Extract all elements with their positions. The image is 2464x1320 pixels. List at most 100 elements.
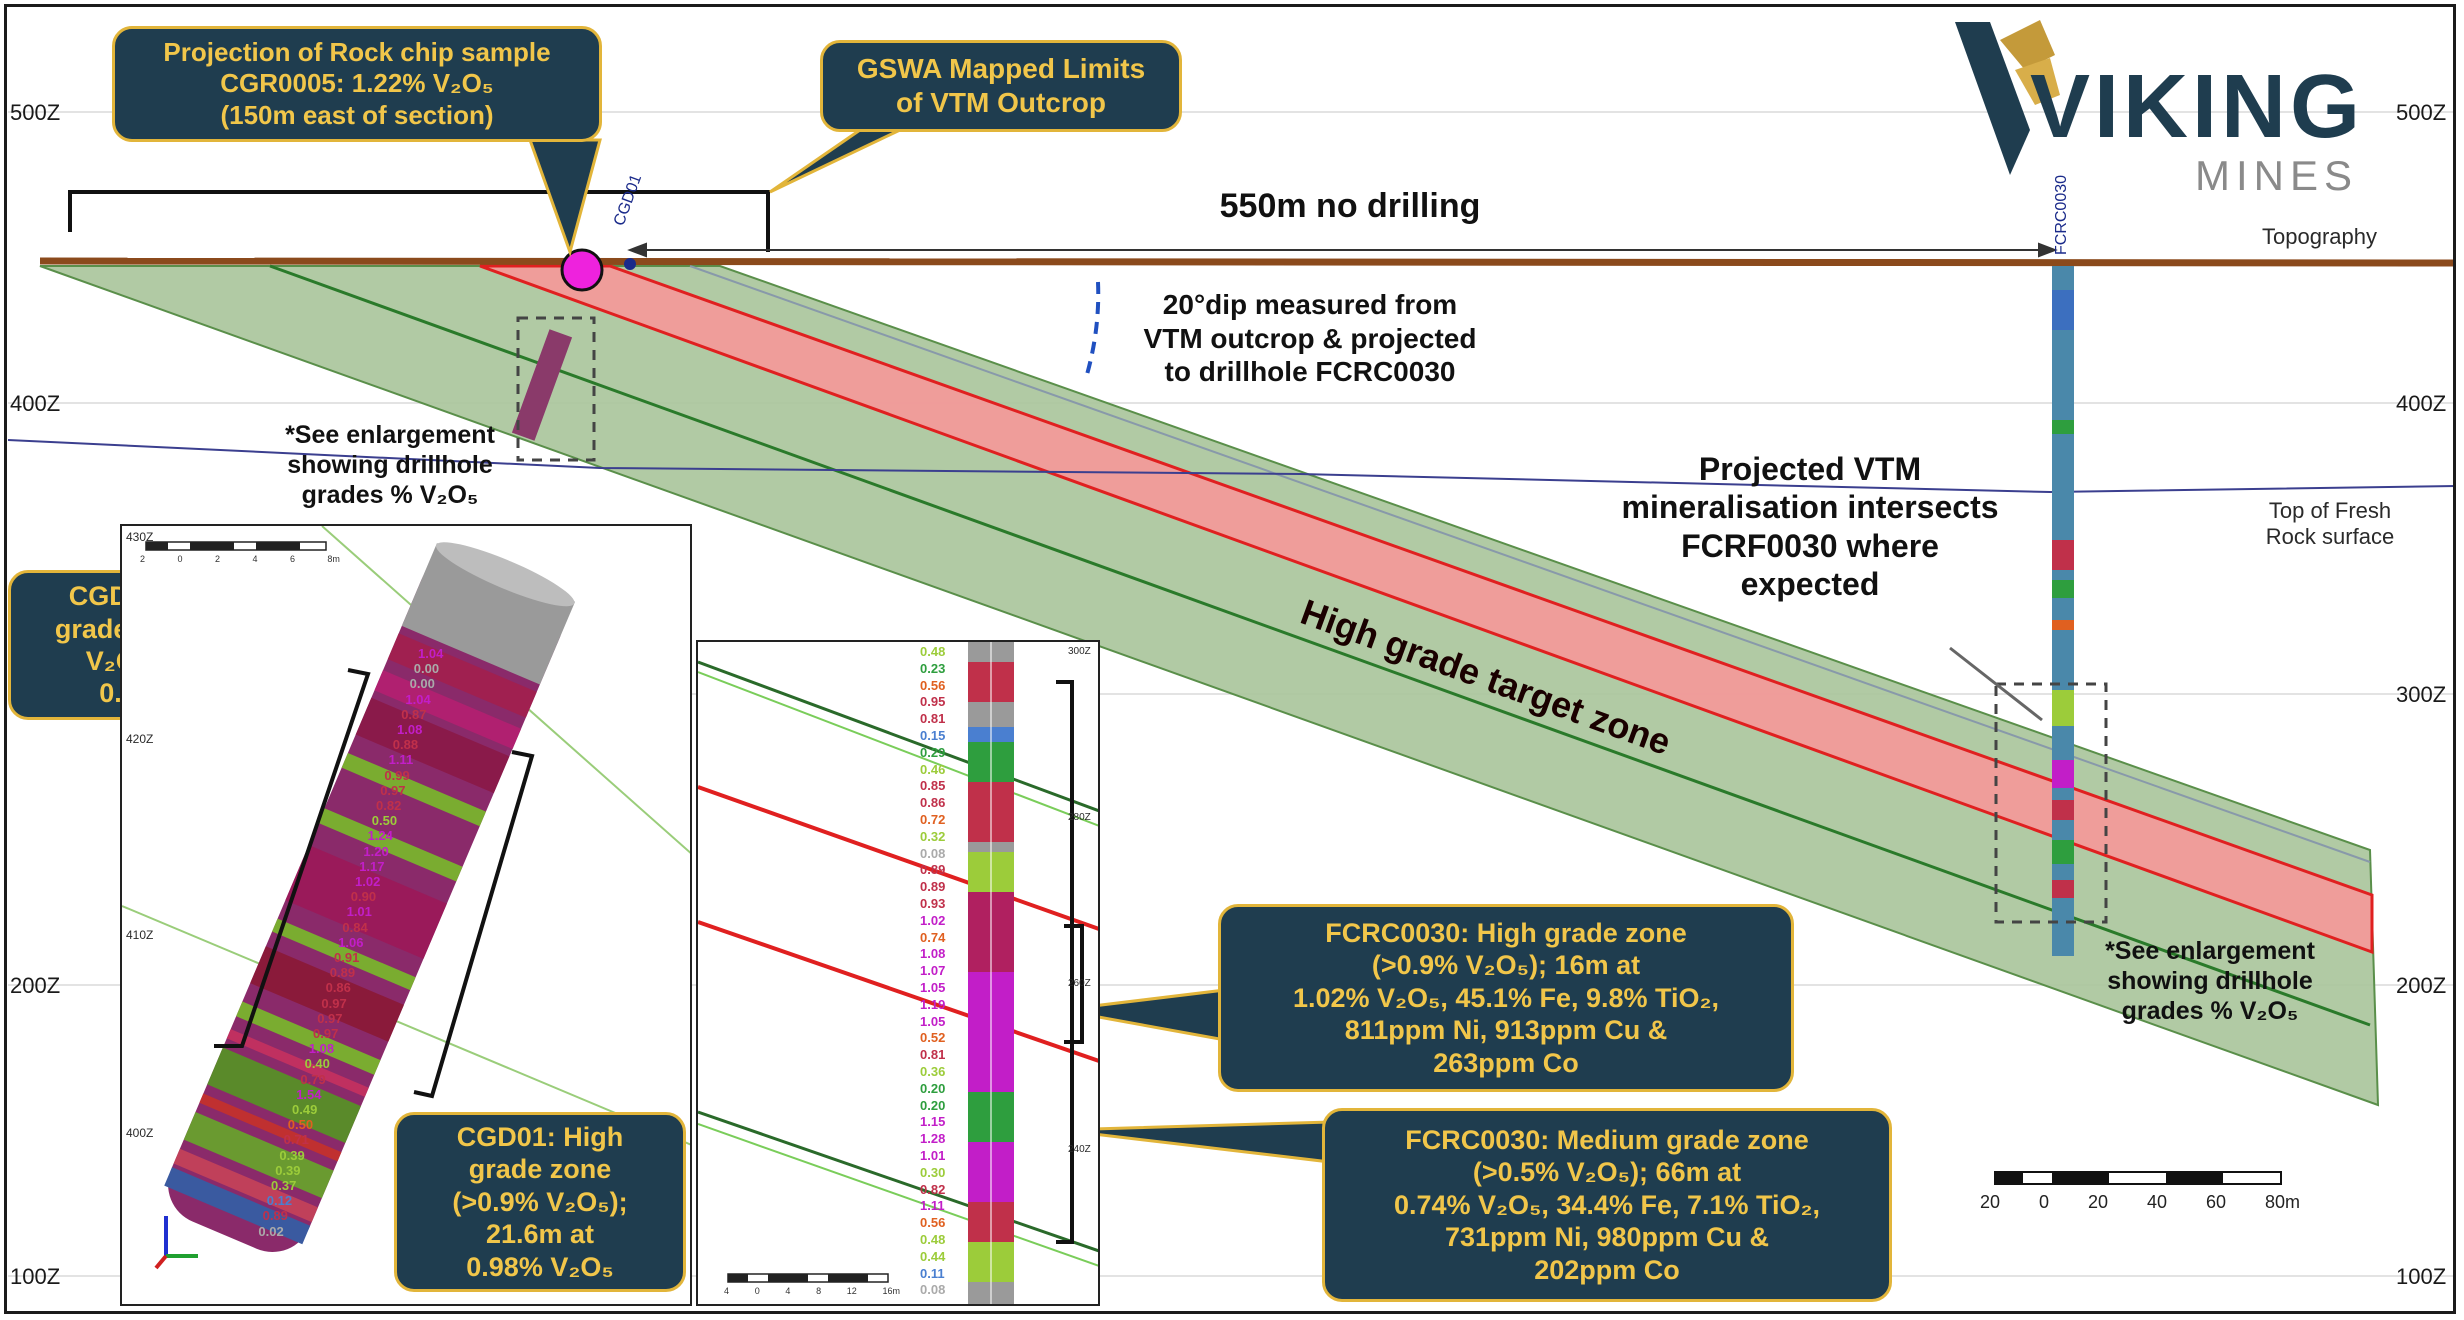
grade-value: 0.71 <box>283 1132 309 1148</box>
cgd01-inset-svg <box>122 526 690 1270</box>
z-label: 500Z <box>2396 100 2447 125</box>
rock-chip-pointer <box>527 138 602 258</box>
callout-line: (>0.9% V₂O₅); <box>452 1186 628 1217</box>
envelope-line <box>689 265 2371 863</box>
cgd01-core-cylinder <box>164 542 576 1253</box>
enlargement-note-line: showing drillhole <box>287 451 493 479</box>
callout-line: CGD01: High <box>456 1122 624 1153</box>
axis-triad <box>154 1216 198 1270</box>
callout-line: (>0.5% V₂O₅); 66m at <box>1472 1157 1742 1188</box>
scale-tick: 4 <box>252 554 258 564</box>
projected-note-line: expected <box>1740 566 1880 603</box>
callout-line: 0.74% V₂O₅, 34.4% Fe, 7.1% TiO₂, <box>1393 1189 1821 1220</box>
z-label: 200Z <box>10 973 61 998</box>
projected-note-line: Projected VTM <box>1698 451 1922 487</box>
inset-z-label: 410Z <box>126 928 154 942</box>
grade-value: 1.02 <box>355 874 381 889</box>
scale-tick: 8m <box>327 554 340 564</box>
grade-value: 1.07 <box>920 963 946 979</box>
grade-value: 0.15 <box>920 728 946 743</box>
fcrc-high-callout: FCRC0030: High grade zone (>0.9% V₂O₅); … <box>1218 904 1794 1092</box>
fcrc-medium-pointer <box>1059 1120 1332 1164</box>
scale-tick: 20 <box>1980 1192 2001 1212</box>
hole-label-fcrc0030: FCRC0030 <box>2053 174 2070 255</box>
scale-tick: 40 <box>2146 1192 2168 1212</box>
enlargement-note-line: showing drillhole <box>2107 967 2313 995</box>
grade-value: 0.87 <box>401 706 427 722</box>
inset-z-label: 240Z <box>1068 1144 1091 1155</box>
grade-value: 0.82 <box>376 798 402 813</box>
grade-value: 1.02 <box>920 912 946 928</box>
cgd01-collar <box>624 258 636 270</box>
grade-value: 0.74 <box>920 929 946 945</box>
grade-value: 0.08 <box>920 845 946 861</box>
callout-line: of VTM Outcrop <box>896 87 1106 118</box>
enlargement-box-left <box>516 316 596 462</box>
scale-tick: 6 <box>289 554 295 564</box>
fcrc0030-inset-svg <box>698 642 1098 1304</box>
grade-value: 0.37 <box>271 1178 297 1193</box>
fcrc-medium-callout: FCRC0030: Medium grade zone (>0.5% V₂O₅)… <box>1322 1108 1892 1302</box>
grade-value: 0.44 <box>920 1248 946 1264</box>
inset-z-label: 400Z <box>126 1126 154 1140</box>
grade-value: 0.91 <box>334 950 360 965</box>
grade-value: 0.90 <box>350 889 377 905</box>
grade-value: 0.82 <box>920 1181 946 1197</box>
grade-value: 0.08 <box>920 1282 946 1298</box>
grade-value: 0.49 <box>292 1102 318 1117</box>
grade-value: 0.39 <box>279 1147 305 1163</box>
grade-value: 1.08 <box>920 946 946 962</box>
enlargement-note-left: *See enlargement showing drillhole grade… <box>255 420 525 510</box>
callout-line: 0.98% V₂O₅ <box>466 1251 614 1282</box>
grade-value: 0.50 <box>287 1117 314 1133</box>
callout-line: (>0.9% V₂O₅); 16m at <box>1371 950 1641 981</box>
callout-line: 811ppm Ni, 913ppm Cu & <box>1344 1015 1668 1046</box>
grade-value: 0.81 <box>920 711 946 727</box>
envelope-line <box>269 264 2371 1027</box>
callout-line: grade zone <box>468 1154 612 1185</box>
callout-line: CGR0005: 1.22% V₂O₅ <box>220 68 494 99</box>
scale-tick: 8 <box>816 1286 822 1296</box>
callout-line: FCRC0030: High grade zone <box>1325 918 1687 949</box>
grade-value: 0.36 <box>920 1064 946 1079</box>
enlargement-note-line: *See enlargement <box>2105 937 2315 965</box>
grade-value: 0.46 <box>920 761 946 777</box>
enlargement-note-line: grades % V₂O₅ <box>2121 997 2299 1025</box>
inset-scale-ticks: 4 0 4 8 12 16m <box>724 1286 900 1296</box>
grade-value: 0.89 <box>262 1208 288 1224</box>
grade-value: 0.56 <box>920 677 946 693</box>
rock-chip-marker <box>560 248 604 292</box>
grade-value: 0.48 <box>920 644 946 659</box>
main-scale-bar <box>1994 1171 2282 1185</box>
inset-z-label: 300Z <box>1068 646 1091 657</box>
grade-value: 0.40 <box>304 1056 330 1072</box>
fresh-rock-label-line: Top of Fresh <box>2268 498 2392 523</box>
grade-value: 1.01 <box>920 1148 946 1163</box>
scale-tick: 2 <box>140 554 146 564</box>
z-label: 400Z <box>10 391 61 416</box>
inset-scale-bar <box>727 1273 889 1283</box>
z-label: 100Z <box>2396 1264 2447 1289</box>
grade-value: 0.50 <box>371 813 398 829</box>
grade-value: 0.00 <box>413 661 440 677</box>
grade-value: 0.32 <box>920 828 946 844</box>
grade-value: 1.11 <box>920 1198 945 1214</box>
grade-value: 0.72 <box>920 812 946 827</box>
no-drilling-label: 550m no drilling <box>1219 187 1481 225</box>
grade-value: 0.84 <box>342 919 368 935</box>
projected-pointer <box>1949 646 2043 722</box>
callout-line: 202ppm Co <box>1534 1254 1680 1285</box>
callout-line: 1.02% V₂O₅, 45.1% Fe, 9.8% TiO₂, <box>1292 982 1720 1013</box>
scale-tick: 0 <box>754 1286 760 1296</box>
dip-note-line: VTM outcrop & projected <box>1143 322 1477 354</box>
grade-value: 1.20 <box>363 843 389 859</box>
dip-arc <box>1084 281 1101 379</box>
grade-value: 1.08 <box>397 722 423 737</box>
grade-value: 1.08 <box>308 1041 335 1057</box>
medium-grade-bracket <box>214 668 371 1048</box>
grade-value: 1.05 <box>920 980 946 995</box>
grade-value: 0.20 <box>920 1097 946 1113</box>
grade-value: 1.05 <box>920 1013 946 1029</box>
grade-value: 0.52 <box>920 1030 946 1046</box>
